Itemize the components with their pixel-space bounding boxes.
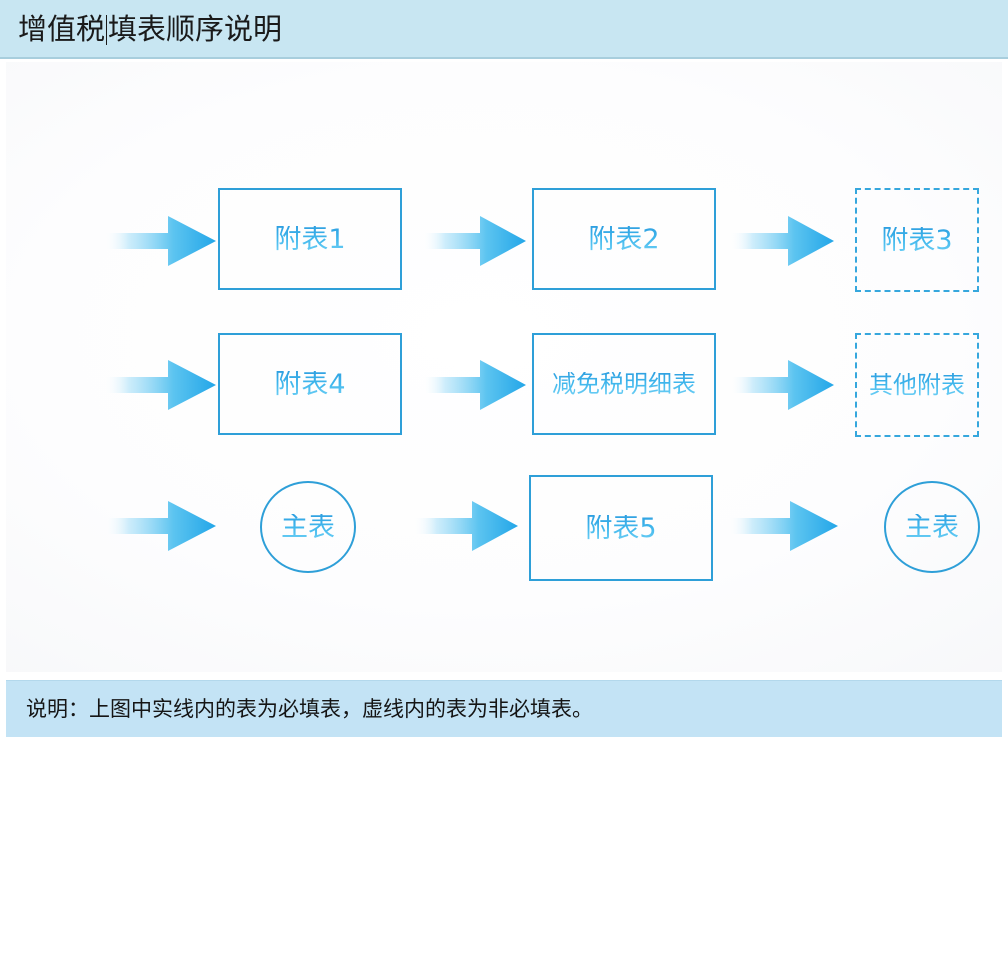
page-title-part-1: 增值税: [18, 12, 106, 46]
node-label: 其他附表: [869, 371, 965, 399]
node-label: 附表3: [881, 224, 953, 256]
caption-text: 说明：上图中实线内的表为必填表，虚线内的表为非必填表。: [26, 697, 593, 721]
text-caret: [106, 15, 108, 45]
node-qita-fubiao[interactable]: 其他附表: [855, 333, 979, 437]
blank-area: [0, 737, 1008, 960]
node-fubiao4[interactable]: 附表4: [218, 333, 402, 435]
node-label: 附表1: [274, 223, 346, 255]
arrow-row3-1: [104, 499, 216, 553]
title-bar: 增值税填表顺序说明: [0, 0, 1008, 59]
arrow-row3-2: [414, 499, 518, 553]
node-fubiao1[interactable]: 附表1: [218, 188, 402, 290]
arrow-row1-3: [730, 214, 834, 268]
node-fubiao5[interactable]: 附表5: [529, 475, 713, 581]
page-title: 增值税填表顺序说明: [18, 9, 282, 49]
arrow-row2-2: [422, 358, 526, 412]
node-label: 附表5: [585, 512, 657, 544]
arrow-row3-3: [728, 499, 838, 553]
node-label: 主表: [281, 511, 335, 543]
node-fubiao3[interactable]: 附表3: [855, 188, 979, 292]
flowchart-canvas: 附表1 附表2: [6, 62, 1002, 672]
arrow-row1-1: [104, 214, 216, 268]
node-label: 附表4: [274, 368, 346, 400]
caption-bar: 说明：上图中实线内的表为必填表，虚线内的表为非必填表。: [6, 680, 1002, 737]
node-fubiao2[interactable]: 附表2: [532, 188, 716, 290]
arrow-row2-1: [104, 358, 216, 412]
node-label: 附表2: [588, 223, 660, 255]
node-jianmianshui-mingxibiao[interactable]: 减免税明细表: [532, 333, 716, 435]
node-zhubiao-end[interactable]: 主表: [884, 481, 980, 573]
node-label: 减免税明细表: [552, 370, 696, 398]
page-title-part-2: 填表顺序说明: [108, 12, 283, 46]
node-label: 主表: [905, 511, 959, 543]
node-zhubiao-start[interactable]: 主表: [260, 481, 356, 573]
arrow-row1-2: [422, 214, 526, 268]
arrow-row2-3: [730, 358, 834, 412]
